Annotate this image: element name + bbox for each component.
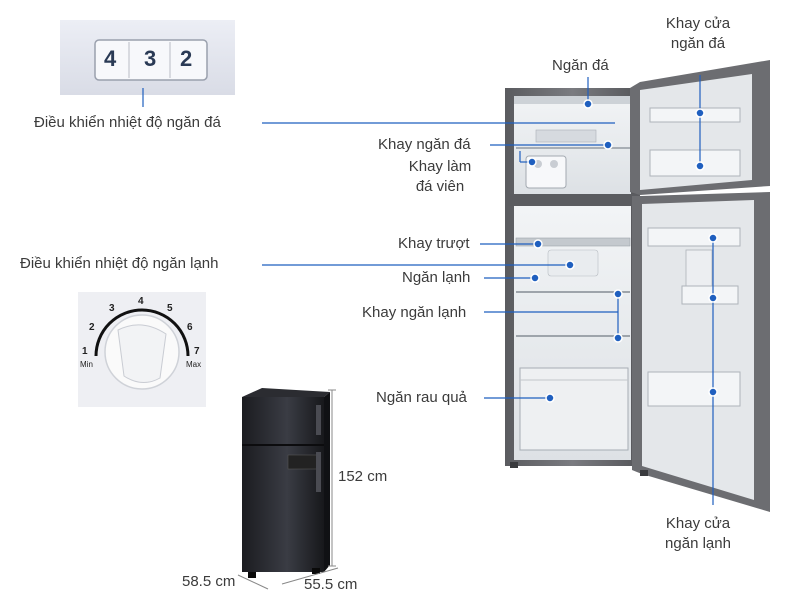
label-fridge-door-tray-line2: ngăn lạnh	[665, 535, 731, 552]
label-freezer-door-tray: Khay cửa ngăn đá	[652, 14, 744, 54]
label-fridge-temp-control: Điều khiển nhiệt độ ngăn lạnh	[20, 255, 219, 272]
dimension-height: 152 cm	[338, 468, 388, 485]
fridge-dial-number: 4	[138, 296, 144, 307]
freezer-dial-photo	[60, 20, 235, 95]
label-fridge-shelf: Khay ngăn lạnh	[362, 304, 467, 321]
label-freezer-door-tray-line2: ngăn đá	[670, 35, 726, 52]
dimension-depth: 55.5 cm	[304, 576, 358, 593]
fridge-dial-max-label: Max	[186, 360, 202, 369]
fridge-dial-number: 6	[187, 322, 193, 333]
label-fridge-door-tray-line1: Khay cửa	[665, 515, 731, 532]
label-crisper: Ngăn rau quả	[376, 389, 467, 406]
label-fridge-door-tray: Khay cửa ngăn lạnh	[652, 514, 744, 554]
dimension-lines	[237, 389, 339, 590]
fridge-dial-min-label: Min	[80, 360, 93, 369]
label-ice-tray-line1: Khay làm	[408, 158, 472, 175]
callout-dots	[527, 99, 718, 403]
fridge-dial-number: 3	[109, 303, 115, 314]
label-freezer-compartment: Ngăn đá	[552, 57, 609, 74]
freezer-dial-digit: 3	[144, 46, 157, 71]
label-freezer-door-tray-line1: Khay cửa	[665, 15, 731, 32]
label-ice-tray: Khay làm đá viên	[404, 157, 476, 197]
fridge-dial-photo	[78, 292, 206, 407]
freezer-dial-digit: 4	[104, 46, 117, 71]
fridge-dial-number: 5	[167, 303, 173, 314]
label-ice-tray-line2: đá viên	[415, 178, 465, 195]
label-sliding-shelf: Khay trượt	[398, 235, 470, 252]
black-fridge-thumbnail	[242, 388, 330, 578]
fridge-dial-number: 7	[194, 346, 200, 357]
fridge-dial-number: 2	[89, 322, 95, 333]
callout-lines	[142, 75, 714, 505]
label-freezer-temp-control: Điều khiển nhiệt độ ngăn đá	[34, 114, 221, 131]
freezer-dial-digit: 2	[180, 46, 193, 71]
label-freezer-shelf: Khay ngăn đá	[378, 136, 471, 153]
fridge-dial-number: 1	[82, 346, 88, 357]
label-fridge-compartment: Ngăn lạnh	[402, 269, 471, 286]
dimension-width: 58.5 cm	[182, 573, 236, 590]
open-fridge-photo	[505, 60, 770, 512]
